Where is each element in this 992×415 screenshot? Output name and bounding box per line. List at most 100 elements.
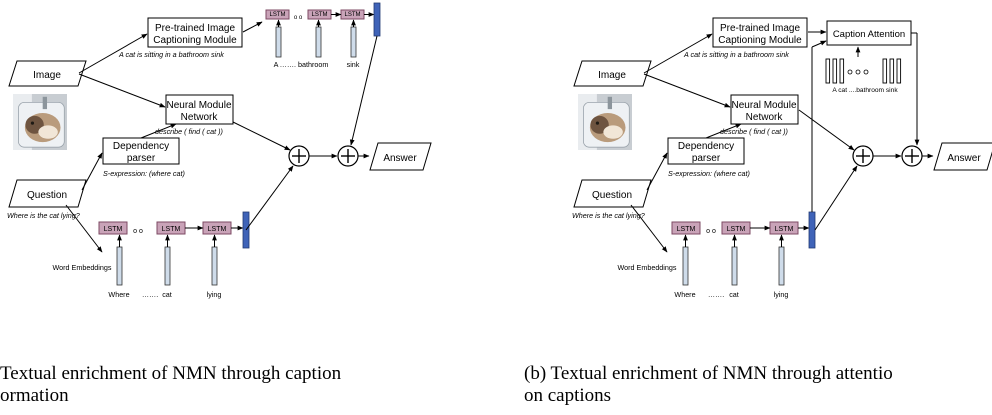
b-image-box — [573, 60, 652, 87]
b-q-word-2: ……. — [708, 290, 724, 299]
b-arrow-image-nmn — [643, 73, 731, 108]
caption-a: Textual enrichment of NMN through captio… — [0, 363, 341, 407]
a-arrow-nmn-plus — [232, 121, 291, 151]
b-q-lstm-1-label: LSTM — [677, 226, 696, 233]
b-image-photo-cat-eye — [595, 121, 600, 125]
b-image-photo-cat-head — [590, 115, 609, 134]
a-parser-line-1: Dependency — [113, 141, 169, 152]
b-answer-label: Answer — [947, 153, 981, 164]
b-attn-bar-1 — [825, 58, 831, 84]
b-captioning-module-line-1: Pre-trained Image — [720, 23, 800, 34]
caption-b-line-2: on captions — [524, 385, 612, 406]
a-arrow-image-nmn — [78, 73, 166, 108]
a-arrow-question-embeddings — [65, 204, 103, 253]
b-word-embeddings-label: Word Embeddings — [618, 263, 677, 272]
a-image-photo-cat-head — [25, 115, 44, 134]
b-arrow-parser-nmn — [705, 123, 742, 139]
b-nmn-box — [730, 94, 799, 125]
a-q-lstm-2-label: LSTM — [162, 226, 181, 233]
b-attn-dot-2 — [855, 69, 861, 75]
b-arrow-question-attention-tip — [811, 40, 827, 48]
a-parser-box — [102, 137, 180, 165]
a-c-lstm-dots: o o — [294, 15, 303, 21]
a-q-embedding-3 — [211, 246, 218, 286]
b-s-expression: S-expression: (where cat) — [668, 169, 750, 178]
a-image-label: Image — [33, 70, 61, 81]
a-question-box — [8, 179, 87, 208]
a-c-word-1: A — [274, 60, 279, 69]
a-caption-vector — [373, 2, 381, 37]
b-arrow-nmn-plus — [798, 109, 855, 151]
b-question-vector — [808, 211, 816, 249]
a-captioning-module — [147, 17, 243, 48]
a-nmn-box — [165, 94, 234, 125]
b-attn-bar-2 — [832, 58, 838, 84]
a-captioning-module-line-1: Pre-trained Image — [155, 23, 235, 34]
a-arrow-question-plus — [245, 165, 294, 231]
b-caption-attention-label: Caption Attention — [833, 29, 905, 40]
a-c-word-2: ……. bathroom — [280, 60, 329, 69]
a-c-embedding-3 — [350, 26, 357, 58]
a-captioning-module-line-2: Captioning Module — [153, 35, 237, 46]
b-image-photo-faucet — [607, 96, 613, 110]
b-image-label: Image — [598, 70, 626, 81]
caption-b: (b) Textual enrichment of NMN through at… — [524, 363, 893, 407]
b-nmn-program: describe ( find ( cat )) — [720, 127, 788, 136]
b-q-embedding-2 — [731, 246, 738, 286]
b-q-lstm-2-label: LSTM — [727, 226, 746, 233]
a-q-word-2: ……. — [142, 290, 158, 299]
b-image-photo-cat-chest — [603, 125, 623, 139]
b-answer-box — [933, 142, 992, 171]
b-question-label: Question — [592, 190, 632, 201]
a-image-photo — [13, 94, 67, 150]
a-caption-text: A cat is sitting in a bathroom sink — [118, 50, 224, 59]
caption-a-line-2: ormation — [0, 385, 69, 406]
b-captioning-module — [712, 17, 808, 48]
b-nmn-line-2: Network — [746, 112, 784, 123]
b-arrow-question-plus — [814, 165, 858, 231]
a-q-embedding-2 — [164, 246, 171, 286]
a-question-label: Question — [27, 190, 67, 201]
b-attn-bar-6 — [896, 58, 902, 84]
b-q-lstm-3-label: LSTM — [775, 226, 794, 233]
a-q-lstm-1-label: LSTM — [104, 226, 123, 233]
caption-b-line-1: (b) Textual enrichment of NMN through at… — [524, 363, 893, 384]
a-question-text: Where is the cat lying? — [7, 211, 80, 220]
b-attn-bar-3 — [839, 58, 845, 84]
b-parser-line-1: Dependency — [678, 141, 734, 152]
a-image-photo-cat-eye — [30, 121, 35, 125]
a-parser-line-2: parser — [127, 153, 156, 164]
a-c-lstm-3-label: LSTM — [344, 12, 360, 18]
a-arrow-captioner-lstm — [242, 21, 263, 33]
b-question-text: Where is the cat lying? — [572, 211, 645, 220]
a-image-photo-faucet — [42, 96, 48, 110]
a-c-embedding-2 — [315, 26, 322, 58]
a-c-word-3: sink — [347, 60, 360, 69]
b-arrow-image-captioner — [643, 33, 713, 74]
a-image-box — [8, 60, 87, 87]
b-q-word-1: Where — [674, 290, 695, 299]
b-attn-dot-1 — [847, 69, 853, 75]
b-parser-line-2: parser — [692, 153, 721, 164]
a-word-embeddings-label: Word Embeddings — [53, 263, 112, 272]
b-q-embedding-3 — [778, 246, 785, 286]
a-image-photo-cat-chest — [38, 125, 58, 139]
a-q-word-4: lying — [207, 290, 222, 299]
b-attention-words: A cat ....bathroom sink — [832, 87, 898, 94]
a-q-word-1: Where — [108, 290, 129, 299]
a-answer-box — [369, 142, 432, 171]
b-q-lstm-1 — [671, 221, 701, 235]
b-image-photo — [578, 94, 632, 150]
a-nmn-line-1: Neural Module — [166, 100, 231, 111]
a-arrow-parser-nmn — [140, 123, 177, 139]
b-caption-text: A cat is sitting in a bathroom sink — [683, 50, 789, 59]
a-q-lstm-3-label: LSTM — [208, 226, 227, 233]
b-arrow-question-parser — [646, 152, 668, 191]
b-q-embedding-1 — [682, 246, 689, 286]
a-arrow-image-captioner — [78, 33, 148, 74]
a-q-embedding-1 — [116, 246, 123, 286]
a-q-lstm-dots: o o — [133, 228, 143, 235]
a-nmn-program: describe ( find ( cat )) — [155, 127, 223, 136]
